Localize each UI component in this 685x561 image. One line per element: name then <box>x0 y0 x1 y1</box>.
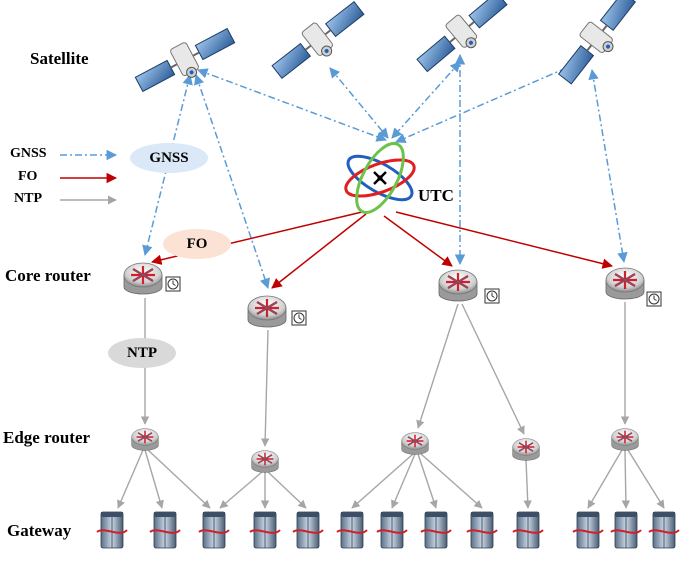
clock-icon <box>291 310 307 326</box>
satellite-icon <box>271 0 365 80</box>
ntp-links <box>117 298 665 509</box>
satellite-icon <box>416 0 508 73</box>
server-icon <box>198 511 230 549</box>
router-icon <box>611 428 639 451</box>
router-icon <box>247 295 287 328</box>
routers <box>123 262 645 473</box>
edge-router-label: Edge router <box>3 428 91 447</box>
legend-gnss: GNSS <box>10 146 47 161</box>
router-icon <box>401 432 429 455</box>
fo-oval-label: FO <box>186 235 208 252</box>
atom-icon <box>344 142 416 214</box>
server-icon <box>572 511 604 549</box>
server-icon <box>648 511 680 549</box>
router-icon <box>123 262 163 295</box>
satellite-label: Satellite <box>30 49 89 68</box>
clock-icon <box>484 288 500 304</box>
clock-icon <box>646 291 662 307</box>
gnss-oval: GNSS <box>130 143 208 173</box>
clock-icon <box>165 276 181 292</box>
router-icon <box>131 428 159 451</box>
server-icon <box>420 511 452 549</box>
router-icon <box>251 450 279 473</box>
satellites <box>134 0 637 93</box>
server-icon <box>96 511 128 549</box>
fo-oval: FO <box>163 229 231 259</box>
legend-lines <box>60 149 118 205</box>
gnss-oval-label: GNSS <box>149 149 189 166</box>
router-icon <box>512 438 540 461</box>
clocks <box>165 276 662 326</box>
satellite-icon <box>134 27 236 93</box>
core-router-label: Core router <box>5 266 91 285</box>
server-icon <box>249 511 281 549</box>
gateways <box>96 511 680 549</box>
server-icon <box>149 511 181 549</box>
server-icon <box>336 511 368 549</box>
gateway-label: Gateway <box>7 521 72 540</box>
ntp-oval-label: NTP <box>127 344 157 361</box>
legend-fo: FO <box>18 169 38 184</box>
router-icon <box>438 269 478 302</box>
server-icon <box>466 511 498 549</box>
server-icon <box>376 511 408 549</box>
server-icon <box>292 511 324 549</box>
utc-label: UTC <box>418 186 454 205</box>
satellite-icon <box>557 0 637 85</box>
ntp-oval: NTP <box>108 338 176 368</box>
legend-ntp: NTP <box>14 191 42 206</box>
server-icon <box>610 511 642 549</box>
server-icon <box>512 511 544 549</box>
router-icon <box>605 267 645 300</box>
